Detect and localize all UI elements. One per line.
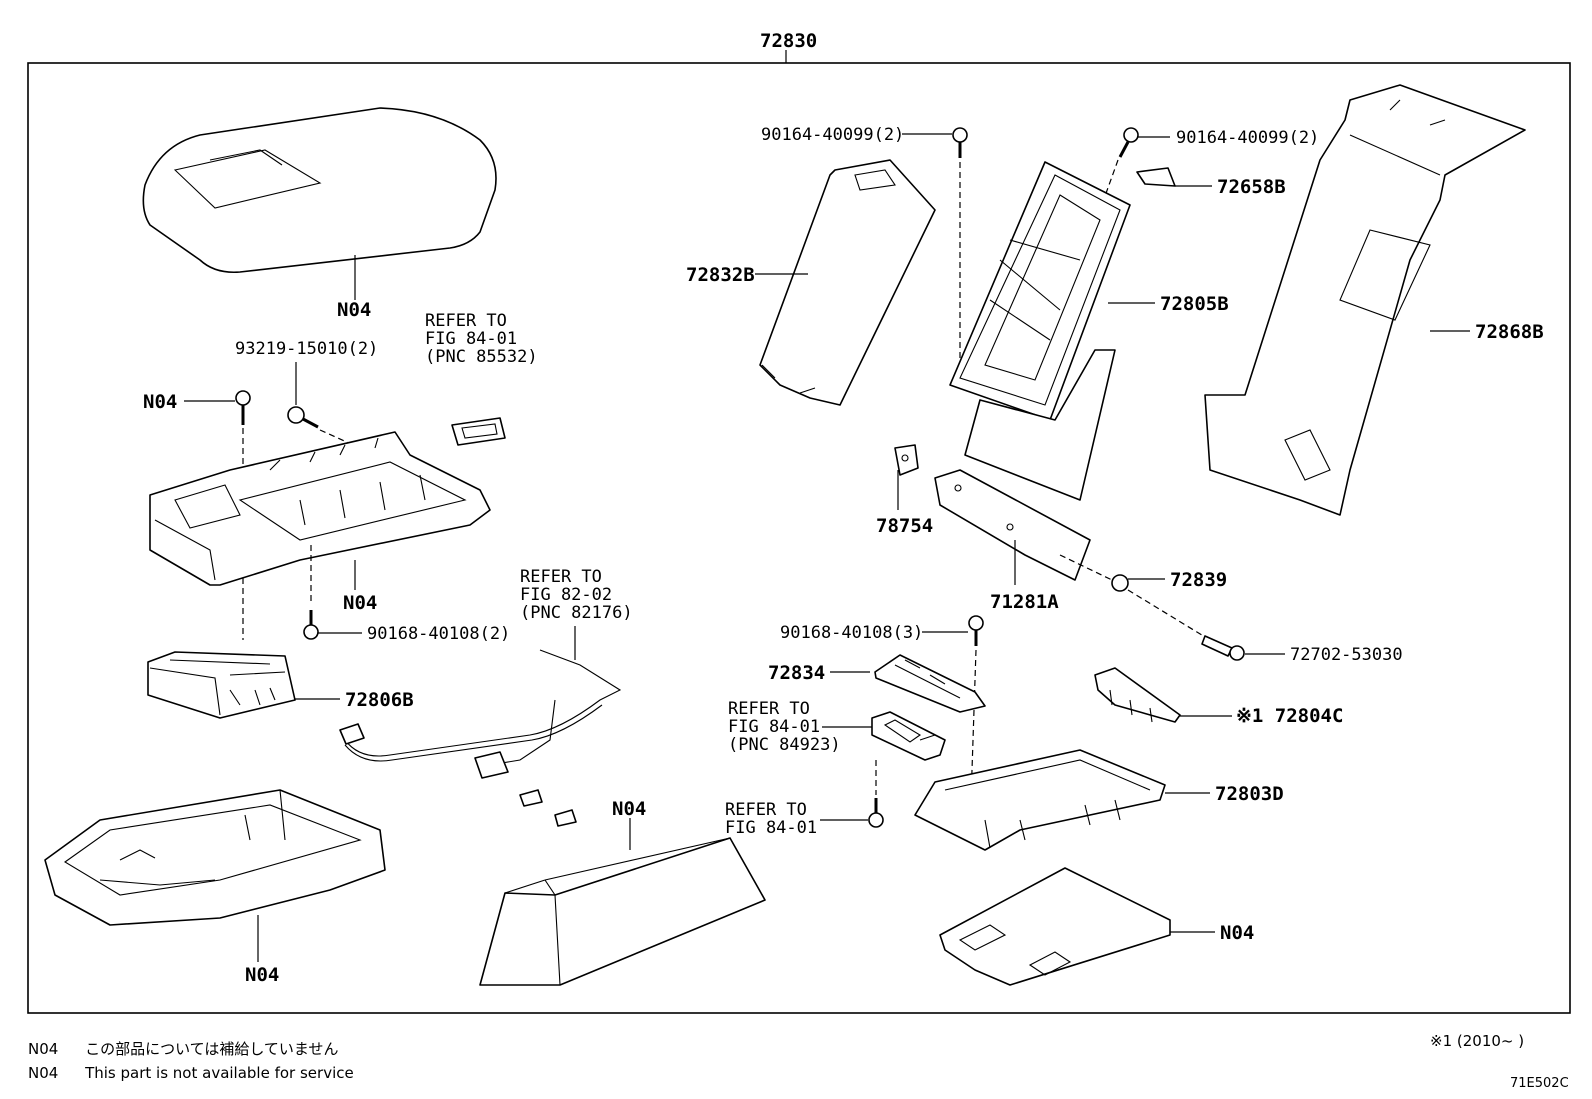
- svg-text:FIG 84-01: FIG 84-01: [425, 329, 517, 349]
- bolt-93219: [287, 362, 361, 449]
- note1-code: N04: [28, 1040, 59, 1058]
- console-pad: [479, 818, 766, 986]
- n04-screw-label: N04: [143, 391, 177, 413]
- svg-text:REFER TO: REFER TO: [425, 311, 507, 331]
- screw-90168-3-label: 90168-40108(3): [780, 623, 923, 643]
- screw-90164-a-label: 90164-40099(2): [761, 125, 904, 145]
- svg-text:(PNC 84923): (PNC 84923): [728, 735, 841, 755]
- footer-note-en: N04 This part is not available for servi…: [28, 1064, 354, 1082]
- refer-85532-block: REFER TO FIG 84-01 (PNC 85532): [425, 311, 538, 446]
- note1-text: この部品については補給していません: [85, 1040, 339, 1058]
- part-78754-bracket: [894, 444, 919, 510]
- part-72834-bracket: [830, 654, 986, 713]
- n04-box-label: N04: [343, 592, 377, 614]
- part-72832b-label: 72832B: [686, 264, 755, 286]
- bolt-93219-label: 93219-15010(2): [235, 339, 378, 359]
- bolt-72702-label: 72702-53030: [1290, 645, 1403, 665]
- part-71281a-bar: [934, 469, 1091, 585]
- part-72804c-label: ※1 72804C: [1236, 705, 1343, 727]
- svg-text:FIG 84-01: FIG 84-01: [725, 818, 817, 838]
- footnote-range: ※1 (2010~ ): [1430, 1032, 1525, 1050]
- part-72868b-back: [1204, 84, 1526, 516]
- refer-84-01-block: REFER TO FIG 84-01: [725, 760, 884, 838]
- note2-text: This part is not available for service: [85, 1064, 354, 1082]
- part-78754-label: 78754: [876, 515, 933, 537]
- svg-text:FIG 82-02: FIG 82-02: [520, 585, 612, 605]
- n04-cover-label: N04: [337, 299, 371, 321]
- part-72658b-label: 72658B: [1217, 176, 1286, 198]
- armrest-lid-cover: [142, 107, 497, 300]
- svg-text:(PNC 85532): (PNC 85532): [425, 347, 538, 367]
- assembly-label: 72830: [760, 30, 817, 52]
- screw-90168-2: [303, 545, 362, 640]
- n04-mat-label: N04: [1220, 922, 1254, 944]
- svg-text:FIG 84-01: FIG 84-01: [728, 717, 820, 737]
- diagram-frame: [27, 62, 1571, 1014]
- console-mat: [939, 867, 1215, 986]
- wire-harness: [339, 626, 622, 827]
- part-72832b-panel: [755, 159, 936, 406]
- part-72803d-label: 72803D: [1215, 783, 1284, 805]
- part-71281a-label: 71281A: [990, 591, 1059, 613]
- svg-text:REFER TO: REFER TO: [725, 800, 807, 820]
- part-72805b-label: 72805B: [1160, 293, 1229, 315]
- part-72839-bushing: [1059, 554, 1211, 641]
- part-72839-label: 72839: [1170, 569, 1227, 591]
- console-tray: [44, 789, 386, 962]
- n04-pad-label: N04: [612, 798, 646, 820]
- n04-tray-label: N04: [245, 964, 279, 986]
- bolt-72702: [1201, 635, 1285, 661]
- part-72803d-base: [914, 749, 1210, 851]
- part-72806b-label: 72806B: [345, 689, 414, 711]
- svg-text:REFER TO: REFER TO: [728, 699, 810, 719]
- refer-82176-block: REFER TO FIG 82-02 (PNC 82176): [520, 567, 633, 623]
- footer-note-jp: N04 この部品については補給していません: [28, 1038, 338, 1059]
- screw-90164-b-label: 90164-40099(2): [1176, 128, 1319, 148]
- part-72805b-frame: [949, 161, 1155, 501]
- part-72834-label: 72834: [768, 662, 825, 684]
- part-72806b-box: [147, 651, 340, 719]
- figure-id: 71E502C: [1510, 1076, 1569, 1091]
- note2-code: N04: [28, 1064, 59, 1082]
- svg-text:(PNC 82176): (PNC 82176): [520, 603, 633, 623]
- part-72868b-label: 72868B: [1475, 321, 1544, 343]
- screw-90164-a: [902, 127, 968, 380]
- screw-90168-2-label: 90168-40108(2): [367, 624, 510, 644]
- svg-text:REFER TO: REFER TO: [520, 567, 602, 587]
- console-box: [149, 431, 491, 590]
- screw-90164-b: [1099, 127, 1170, 211]
- part-72804c-trim: [1094, 667, 1232, 723]
- part-72658b-clip: [1136, 167, 1212, 187]
- refer-84923-block: REFER TO FIG 84-01 (PNC 84923): [728, 699, 946, 761]
